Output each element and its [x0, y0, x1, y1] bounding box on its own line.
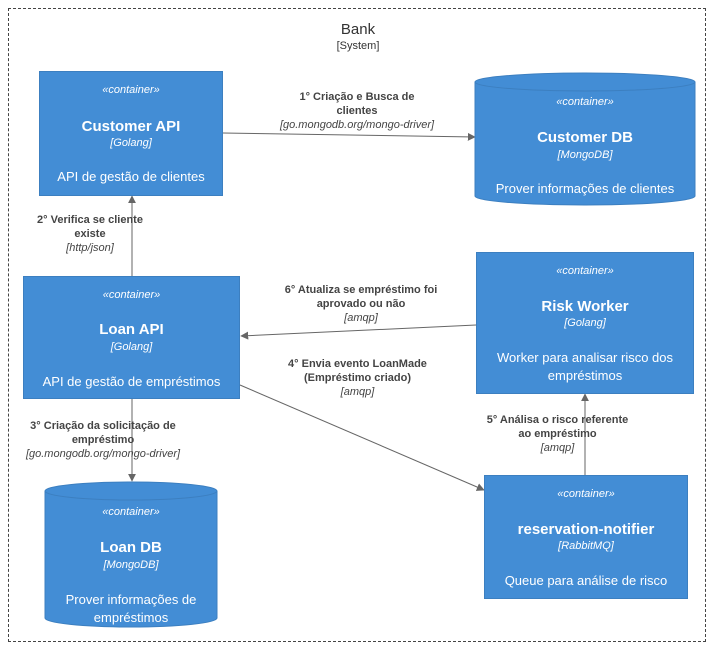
relation-1-label: 1° Criação e Busca de clientes [go.mongo… — [262, 90, 452, 132]
loan-api-description: API de gestão de empréstimos — [42, 374, 221, 389]
customer-api-name: Customer API — [81, 118, 181, 135]
relation-3-text: 3° Criação da solicitação de empréstimo — [30, 420, 176, 446]
notifier-container[interactable]: «container» reservation-notifier [Rabbit… — [484, 475, 688, 599]
relation-3-technology: [go.mongodb.org/mongo-driver] — [25, 448, 181, 460]
loan-api-technology: [Golang] — [110, 341, 153, 353]
loan-db-shape — [44, 481, 218, 628]
loan-api-stereotype: «container» — [102, 289, 161, 301]
relation-2-technology: [http/json] — [66, 242, 114, 254]
notifier-name: reservation-notifier — [517, 521, 655, 538]
customer-api-technology: [Golang] — [110, 137, 152, 149]
customer-db-shape — [474, 72, 696, 206]
customer-db-technology: [MongoDB] — [557, 149, 613, 161]
relation-1-text: 1° Criação e Busca de clientes — [299, 91, 415, 117]
customer-api-description: API de gestão de clientes — [57, 169, 205, 184]
loan-db-container[interactable]: «container» Loan DB [MongoDB] Prover inf… — [45, 491, 217, 625]
loan-db-stereotype: «container» — [102, 506, 160, 518]
loan-db-rim — [44, 490, 218, 501]
arrow-customer-api-to-customer-db — [222, 132, 476, 141]
customer-db-description: Prover informações de clientes — [495, 181, 675, 196]
customer-db-stereotype: «container» — [556, 96, 614, 108]
risk-worker-name: Risk Worker — [541, 298, 629, 315]
notifier-technology: [RabbitMQ] — [558, 540, 614, 552]
risk-worker-technology: [Golang] — [564, 317, 606, 329]
risk-worker-stereotype: «container» — [556, 265, 614, 277]
system-boundary — [8, 8, 706, 642]
relation-1-technology: [go.mongodb.org/mongo-driver] — [279, 119, 435, 131]
arrow-risk-worker-to-loan-api — [240, 324, 477, 340]
notifier-description: Queue para análise de risco — [504, 573, 668, 588]
relation-5-label: 5° Análisa o risco referente ao emprésti… — [480, 413, 635, 455]
customer-db-name: Customer DB — [537, 129, 633, 146]
relation-3-label: 3° Criação da solicitação de empréstimo … — [12, 419, 194, 461]
relation-6-technology: [amqp] — [344, 312, 378, 324]
relation-6-text: 6° Atualiza se empréstimo foi aprovado o… — [284, 284, 438, 310]
loan-db-name: Loan DB — [100, 539, 162, 556]
relation-4-technology: [amqp] — [340, 386, 375, 398]
loan-db-technology: [MongoDB] — [103, 559, 159, 571]
relation-4-text: 4° Envia evento LoanMade (Empréstimo cri… — [288, 358, 427, 384]
notifier-stereotype: «container» — [557, 488, 615, 500]
risk-worker-description: Worker para analisar risco dos empréstim… — [496, 350, 674, 383]
customer-api-container[interactable]: «container» Customer API [Golang] API de… — [39, 71, 223, 196]
relation-5-text: 5° Análisa o risco referente ao emprésti… — [486, 414, 629, 440]
relation-6-label: 6° Atualiza se empréstimo foi aprovado o… — [276, 283, 446, 325]
system-type: [System] — [336, 40, 380, 52]
relation-2-text: 2° Verifica se cliente existe — [37, 214, 143, 240]
loan-db-description: Prover informações de empréstimos — [65, 592, 197, 625]
loan-api-container[interactable]: «container» Loan API [Golang] API de ges… — [23, 276, 240, 399]
relation-5-technology: [amqp] — [540, 442, 575, 454]
loan-api-name: Loan API — [99, 321, 164, 338]
customer-api-stereotype: «container» — [102, 84, 160, 96]
system-title: Bank — [340, 21, 376, 38]
risk-worker-container[interactable]: «container» Risk Worker [Golang] Worker … — [476, 252, 694, 394]
arrow-loan-api-to-notifier — [239, 384, 485, 491]
relation-4-label: 4° Envia evento LoanMade (Empréstimo cri… — [270, 357, 445, 399]
relation-2-label: 2° Verifica se cliente existe [http/json… — [30, 213, 150, 255]
customer-db-container[interactable]: «container» Customer DB [MongoDB] Prover… — [475, 82, 695, 202]
customer-db-rim — [474, 81, 696, 92]
